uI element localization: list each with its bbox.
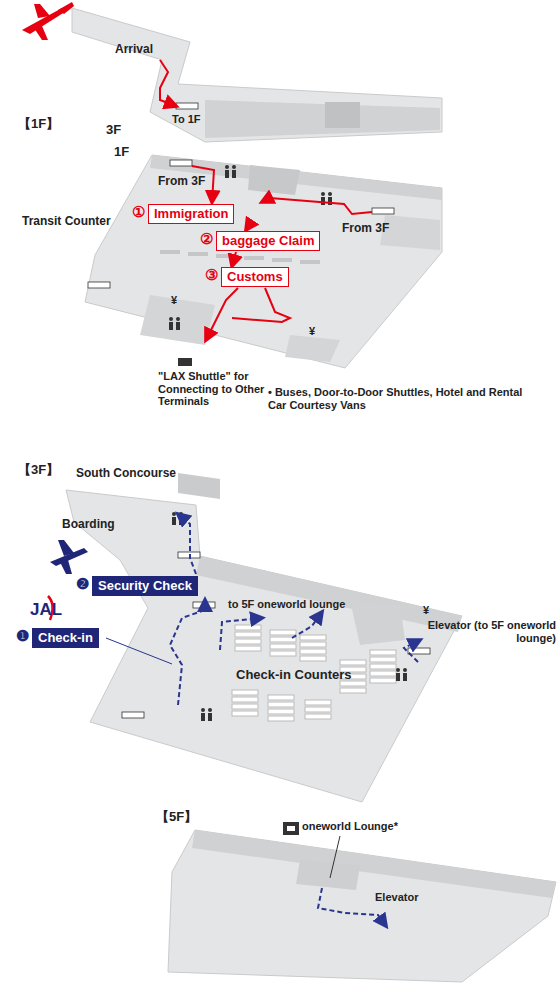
baggage-carousel xyxy=(160,250,180,254)
counter-block xyxy=(270,644,296,649)
callout-number: ❶ xyxy=(16,628,29,644)
counter-block xyxy=(270,630,296,635)
map-label: Elevator (to 5F oneworld lounge) xyxy=(420,619,556,644)
map-label: 【1F】 xyxy=(18,117,59,132)
callout-number: ① xyxy=(132,204,145,220)
map-label: To 1F xyxy=(172,113,201,126)
counter-block xyxy=(268,695,294,700)
counter-block xyxy=(268,709,294,714)
callout-number: ③ xyxy=(205,267,218,283)
map-label: to 5F oneworld lounge xyxy=(228,598,345,611)
plane-icon xyxy=(22,2,74,40)
lounge-icon xyxy=(283,822,299,835)
step-name: Check-in xyxy=(38,630,93,645)
counter-block xyxy=(370,650,396,655)
baggage-carousel xyxy=(188,252,208,256)
step-box: ②baggage Claim xyxy=(216,231,320,251)
map-label: ¥ xyxy=(171,294,177,307)
map-label: "LAX Shuttle" for Connecting to Other Te… xyxy=(158,370,268,408)
plane-icon xyxy=(50,540,88,574)
counter-block xyxy=(340,688,366,693)
map-label: 3F xyxy=(106,123,121,138)
map-label: ¥ xyxy=(423,604,429,617)
callout-number: ② xyxy=(200,231,213,247)
counter-block xyxy=(232,697,258,702)
counter-block xyxy=(370,678,396,683)
map-label: Elevator xyxy=(375,891,418,904)
counter-block xyxy=(340,660,366,665)
map-label: JAL xyxy=(30,600,62,620)
counter-block xyxy=(370,657,396,662)
step-box: ①Immigration xyxy=(148,204,234,224)
map-label: Check-in Counters xyxy=(236,668,352,683)
baggage-carousel xyxy=(216,254,236,258)
baggage-carousel xyxy=(272,258,292,262)
map-label: South Concourse xyxy=(76,467,176,481)
map-label: 【5F】 xyxy=(156,810,197,825)
departure-route xyxy=(170,514,420,926)
leader-line xyxy=(330,836,340,878)
map-label: oneworld Lounge* xyxy=(302,820,398,833)
counter-block xyxy=(305,700,331,705)
baggage-carousel xyxy=(300,260,320,264)
map-label: ¥ xyxy=(309,325,315,338)
counter-block xyxy=(270,651,296,656)
counter-block xyxy=(235,625,261,630)
step-name: baggage Claim xyxy=(222,233,314,248)
counter-block xyxy=(305,707,331,712)
map-label: • Buses, Door-to-Door Shuttles, Hotel an… xyxy=(268,386,528,411)
step-name: Security Check xyxy=(98,578,192,593)
map-label: 【3F】 xyxy=(18,463,59,478)
counter-block xyxy=(232,711,258,716)
map-label: Arrival xyxy=(115,43,153,57)
escalator-icon xyxy=(88,103,430,718)
counter-block xyxy=(235,646,261,651)
counter-block xyxy=(235,632,261,637)
counter-block xyxy=(370,664,396,669)
map-label: Boarding xyxy=(62,518,115,532)
arrival-route xyxy=(160,60,372,340)
restroom-icon xyxy=(169,165,407,721)
map-label: Transit Counter xyxy=(22,215,111,229)
counter-block xyxy=(305,714,331,719)
leader-line xyxy=(106,638,172,664)
counter-block xyxy=(300,635,326,640)
counter-block xyxy=(268,716,294,721)
step-box: ③Customs xyxy=(221,267,289,287)
counter-block xyxy=(300,649,326,654)
counter-block xyxy=(232,704,258,709)
baggage-carousel xyxy=(244,256,264,260)
step-name: Immigration xyxy=(154,206,228,221)
counter-block xyxy=(300,656,326,661)
bus-icon xyxy=(178,358,192,366)
map-label: From 3F xyxy=(342,222,389,236)
map-label: From 3F xyxy=(158,175,205,189)
map-label: 1F xyxy=(114,145,129,160)
counter-block xyxy=(268,702,294,707)
counter-block xyxy=(300,642,326,647)
step-box-dark: ❷Security Check xyxy=(92,576,198,596)
counter-block xyxy=(370,671,396,676)
step-box-dark: ❶Check-in xyxy=(32,628,99,648)
callout-number: ❷ xyxy=(76,576,89,592)
step-name: Customs xyxy=(227,269,283,284)
counter-block xyxy=(232,690,258,695)
counter-block xyxy=(235,639,261,644)
